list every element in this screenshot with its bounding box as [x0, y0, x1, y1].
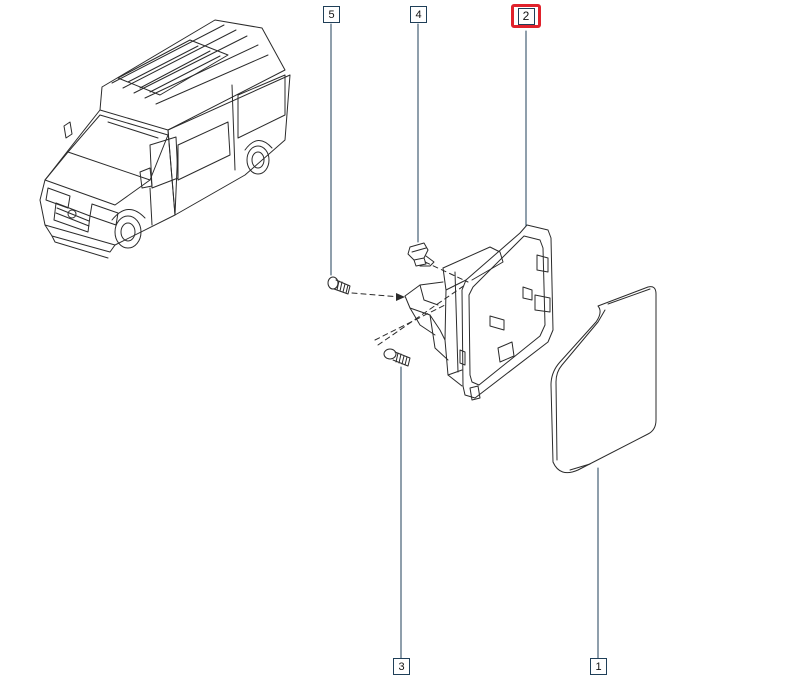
- callout-3[interactable]: 3: [393, 658, 410, 675]
- callout-5[interactable]: 5: [323, 6, 340, 23]
- part-5-screw: [327, 276, 351, 295]
- assembly-lines: [351, 261, 469, 346]
- callout-4[interactable]: 4: [410, 6, 427, 23]
- callout-2-highlighted[interactable]: 2: [511, 4, 541, 28]
- arrowhead: [396, 293, 405, 301]
- van-illustration: [39, 19, 291, 259]
- part-3-screw: [383, 348, 411, 367]
- leader-lines: [330, 23, 599, 659]
- part-1-cover: [550, 286, 657, 474]
- part-2-housing: [404, 224, 554, 401]
- part-4-clip: [407, 242, 435, 267]
- callout-2-label: 2: [517, 7, 535, 25]
- callout-1[interactable]: 1: [590, 658, 607, 675]
